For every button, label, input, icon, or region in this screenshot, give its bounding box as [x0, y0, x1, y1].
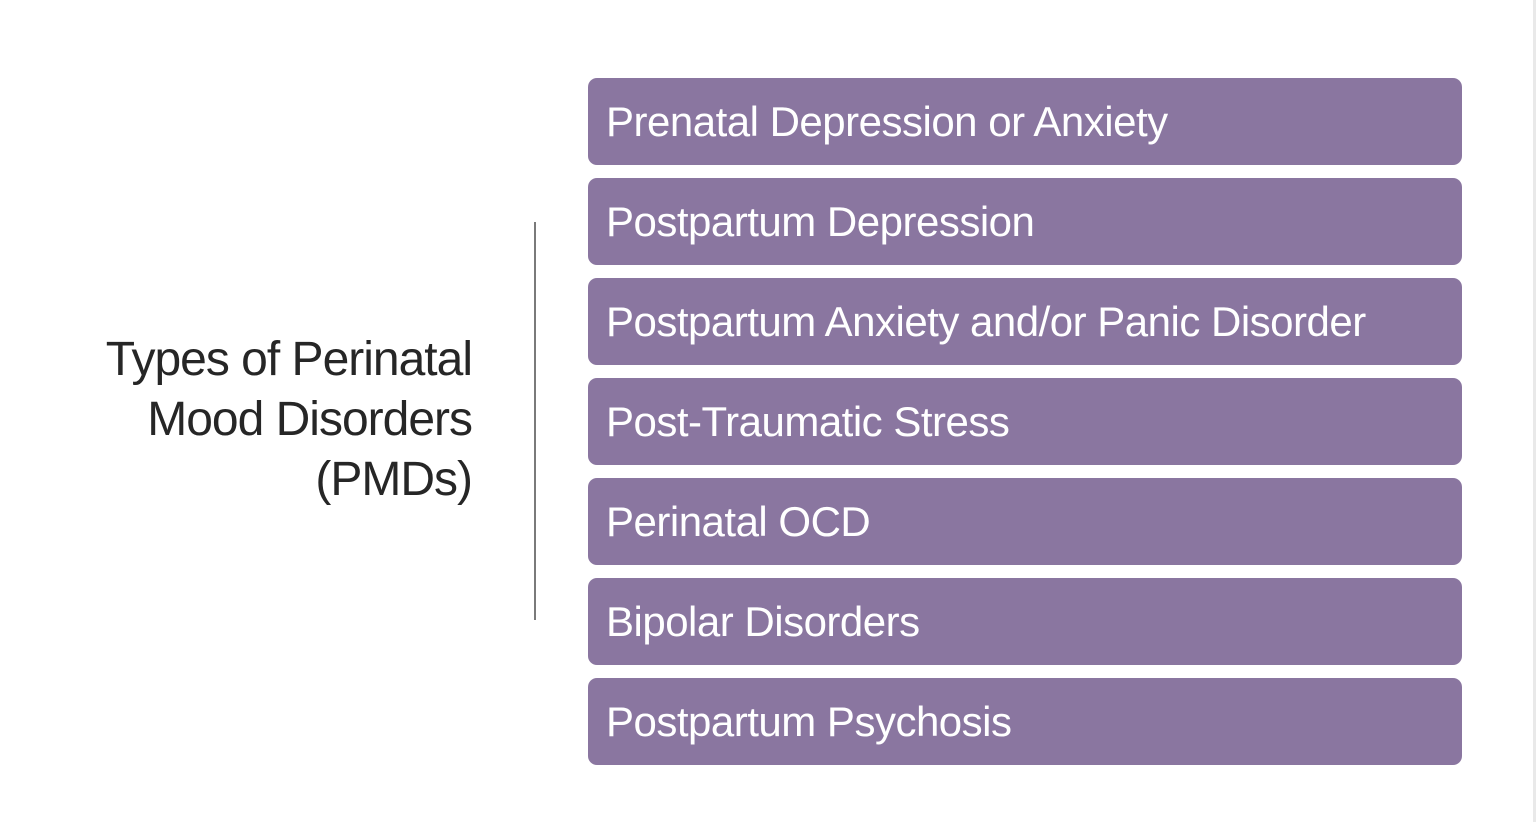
disorder-list: Prenatal Depression or Anxiety Postpartu… [588, 78, 1462, 765]
disorder-item-postpartum-anxiety-panic: Postpartum Anxiety and/or Panic Disorder [588, 278, 1462, 365]
disorder-item-postpartum-depression: Postpartum Depression [588, 178, 1462, 265]
disorder-item-postpartum-psychosis: Postpartum Psychosis [588, 678, 1462, 765]
disorder-item-perinatal-ocd: Perinatal OCD [588, 478, 1462, 565]
slide-title-line-1: Types of Perinatal [105, 333, 473, 386]
slide-title: Types of Perinatal Mood Disorders (PMDs) [32, 330, 473, 510]
slide-title-line-2: Mood Disorders [147, 393, 473, 446]
disorder-item-prenatal-depression-anxiety: Prenatal Depression or Anxiety [588, 78, 1462, 165]
disorder-item-post-traumatic-stress: Post-Traumatic Stress [588, 378, 1462, 465]
disorder-item-bipolar-disorders: Bipolar Disorders [588, 578, 1462, 665]
slide-edge [1533, 0, 1536, 822]
slide-title-line-3: (PMDs) [315, 453, 473, 506]
vertical-divider [534, 222, 536, 620]
